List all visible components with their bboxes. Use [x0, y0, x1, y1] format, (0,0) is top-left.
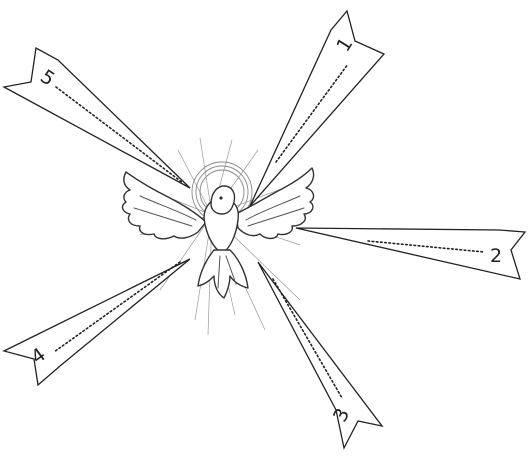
- pointer-2: 2: [296, 228, 525, 279]
- pointer-4: 4: [4, 259, 190, 385]
- dove-head: [211, 186, 235, 214]
- pointer-1: 1: [250, 11, 384, 206]
- pointer-3: 3: [258, 262, 382, 448]
- label-2: 2: [490, 245, 502, 267]
- pointer-5: 5: [4, 48, 190, 188]
- pointer-3-arrow: [258, 262, 382, 448]
- pointer-1-arrow: [250, 11, 384, 206]
